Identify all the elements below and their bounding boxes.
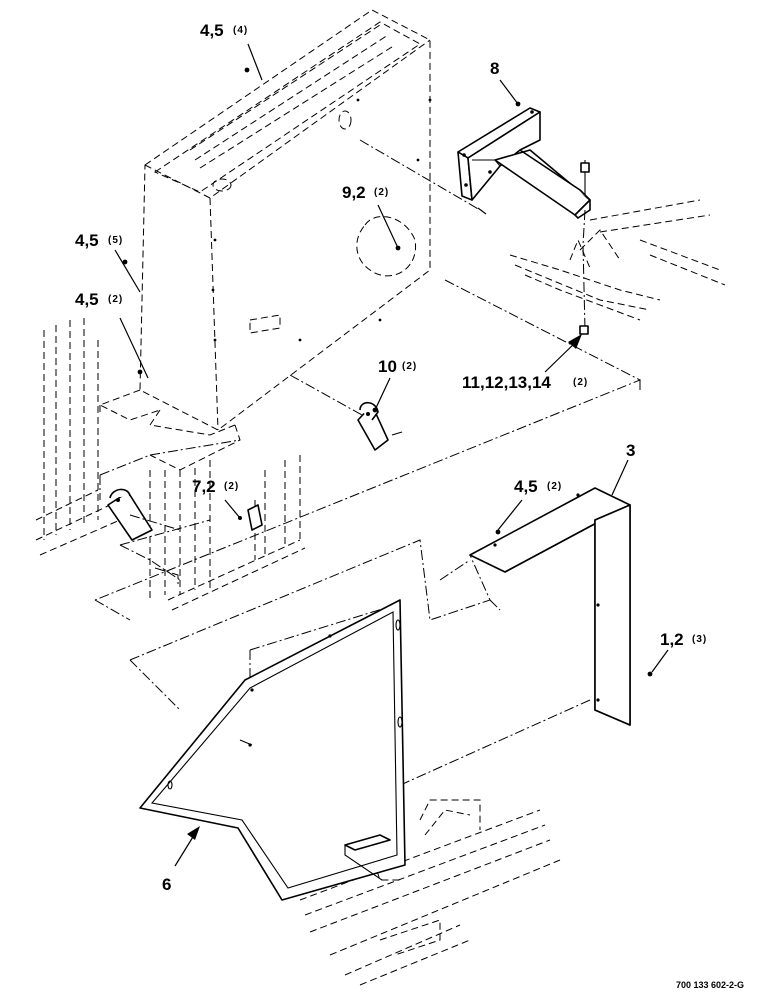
callout-qty: (2) xyxy=(402,361,417,372)
callout-main: 4,5 xyxy=(200,21,224,40)
part-10-bracket-lower xyxy=(107,488,181,541)
callout-c8: 7,2 (2) xyxy=(192,477,239,496)
callout-c10: 4,5 (2) xyxy=(514,477,562,496)
callout-c7: 11,12,13,14 (2) xyxy=(462,373,588,392)
callout-c2: 8 xyxy=(490,59,499,78)
callout-c5: 4,5 (2) xyxy=(75,290,123,309)
callout-main: 10 xyxy=(378,357,397,376)
callout-qty: (2) xyxy=(573,377,588,388)
part-8-bracket xyxy=(359,107,591,335)
callout-c9: 3 xyxy=(626,441,635,460)
callout-c11: 1,2 (3) xyxy=(660,630,707,649)
callout-qty: (2) xyxy=(374,187,389,198)
main-shield-panel xyxy=(98,9,432,471)
callout-main: 4,5 xyxy=(75,290,99,309)
part-3-l-bracket xyxy=(469,487,631,726)
callout-c3: 9,2 (2) xyxy=(342,183,389,202)
callout-main: 3 xyxy=(626,441,635,460)
part-10-bracket xyxy=(289,374,403,451)
part-7-fastener xyxy=(154,504,263,585)
callout-main: 4,5 xyxy=(75,231,99,250)
callout-main: 11,12,13,14 xyxy=(462,373,551,392)
callout-qty: (4) xyxy=(233,25,248,36)
callout-qty: (5) xyxy=(108,235,123,246)
callout-leaders xyxy=(114,43,669,867)
callout-qty: (3) xyxy=(692,634,707,645)
drawing-number: 700 133 602-2-G xyxy=(676,980,744,990)
callout-c6: 10 (2) xyxy=(378,357,417,376)
part-6-shield-frame xyxy=(139,599,406,901)
callout-qty: (2) xyxy=(224,481,239,492)
callout-c4: 4,5 (5) xyxy=(75,231,123,250)
callout-main: 4,5 xyxy=(514,477,538,496)
frame-structure-left xyxy=(35,318,306,611)
frame-structure-right xyxy=(509,199,726,321)
callout-main: 7,2 xyxy=(192,477,216,496)
callout-main: 8 xyxy=(490,59,499,78)
callout-c12: 6 xyxy=(162,875,171,894)
callout-main: 9,2 xyxy=(342,183,366,202)
callout-main: 6 xyxy=(162,875,171,894)
callout-qty: (2) xyxy=(108,294,123,305)
callout-main: 1,2 xyxy=(660,630,684,649)
callout-qty: (2) xyxy=(547,481,562,492)
frame-structure-bottom xyxy=(299,799,561,986)
callout-c1: 4,5 (4) xyxy=(200,21,248,40)
